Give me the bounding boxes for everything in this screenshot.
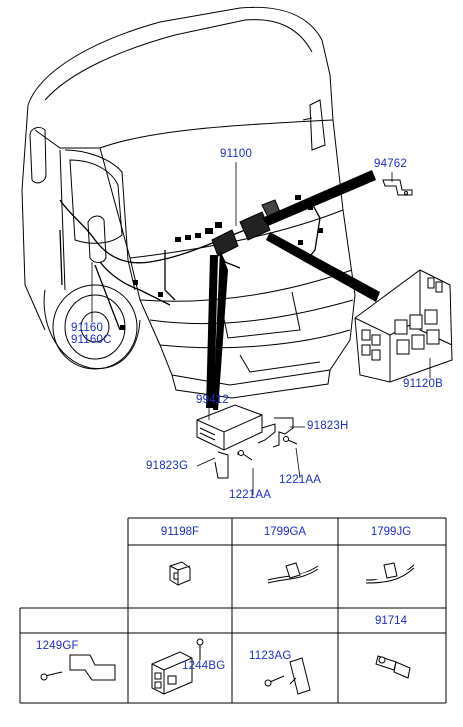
part-91198f-icon — [169, 561, 191, 586]
table-header-1799jg: 1799JG — [370, 526, 412, 538]
label-1244bg: 1244BG — [182, 660, 226, 672]
part-91714-icon — [375, 655, 411, 679]
leader-lines — [91, 162, 431, 495]
part-1123ag-icon — [264, 657, 311, 695]
table-header-91198f: 91198F — [160, 526, 200, 538]
label-94762: 94762 — [374, 158, 407, 170]
parts-table-grid — [19, 517, 447, 704]
table-header-1799ga: 1799GA — [263, 526, 307, 538]
label-99412: 99412 — [196, 394, 229, 406]
label-1221aa-left: 1221AA — [229, 489, 272, 501]
label-1221aa-right: 1221AA — [279, 474, 322, 486]
label-91823g: 91823G — [146, 460, 189, 472]
label-91120b: 91120B — [403, 378, 443, 390]
part-1799jg-icon — [365, 562, 415, 584]
truck-cab-drawing — [21, 6, 356, 399]
table-header-91714: 91714 — [375, 615, 407, 627]
harness-connectors — [120, 195, 323, 330]
module-99412-drawing — [196, 404, 294, 479]
part-1244bg-icon — [151, 638, 204, 695]
label-91160c: 91160C — [71, 334, 112, 346]
part-1249gf-icon — [40, 654, 116, 681]
bracket-94762-drawing — [382, 179, 413, 196]
label-91823h: 91823H — [307, 420, 349, 432]
label-1249gf: 1249GF — [36, 640, 79, 652]
ecu-module-on-dash — [211, 199, 281, 257]
fuse-box-91120b-drawing — [354, 269, 453, 383]
label-91100: 91100 — [220, 148, 253, 160]
wiring-harness — [59, 199, 321, 331]
screws-1221aa — [238, 436, 298, 461]
leader-arrows — [206, 170, 380, 410]
part-1799ga-icon — [267, 562, 319, 584]
label-1123ag: 1123AG — [249, 650, 292, 662]
label-91160: 91160 — [71, 322, 104, 334]
